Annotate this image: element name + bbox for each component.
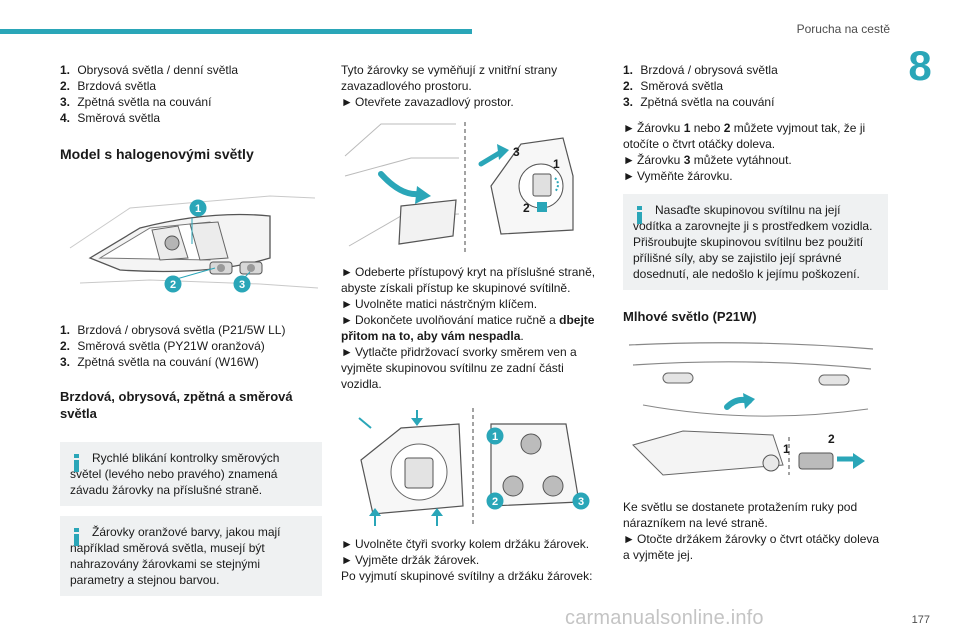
list-item: 1. Brzdová / obrysová světla bbox=[623, 63, 778, 77]
column-3: 1. Brzdová / obrysová světla 2. Směrová … bbox=[623, 62, 888, 563]
list-item: 4. Směrová světla bbox=[60, 111, 161, 125]
page-number: 177 bbox=[911, 614, 930, 626]
column-1: 1. Obrysová světla / denní světla 2. Brz… bbox=[60, 62, 322, 596]
info-box: Nasaďte skupinovou svítilnu na její vodí… bbox=[623, 194, 888, 290]
step: ►Odeberte přístupový kryt na příslušné s… bbox=[341, 265, 596, 295]
heading-halogen: Model s halogenovými světly bbox=[60, 146, 254, 162]
heading-fog-light: Mlhové světlo (P21W) bbox=[623, 309, 757, 324]
callout-3: 3 bbox=[572, 492, 590, 510]
arrow-bullet-icon: ► bbox=[341, 95, 353, 109]
trunk-access-figure: 3 1 2 bbox=[341, 116, 606, 256]
lamp-bulb-list: 1. Brzdová / obrysová světla 2. Směrová … bbox=[623, 62, 888, 110]
info-text: Nasaďte skupinovou svítilnu na její vodí… bbox=[633, 203, 873, 233]
callout-label: 2 bbox=[492, 496, 498, 508]
callout-label: 1 bbox=[492, 431, 498, 443]
info-icon bbox=[637, 206, 642, 224]
info-icon bbox=[74, 528, 79, 546]
lamp-unit-figure: 1 2 3 bbox=[341, 406, 606, 528]
arrow-bullet-icon: ► bbox=[623, 121, 635, 135]
callout-label: 3 bbox=[239, 279, 245, 291]
callout-label: 3 bbox=[513, 145, 520, 159]
halogen-lamp-illustration: 1 2 3 bbox=[69, 195, 319, 293]
step: ►Vytlačte přidržovací svorky směrem ven … bbox=[341, 345, 577, 391]
callout-label: 2 bbox=[828, 432, 835, 446]
callout-1: 1 bbox=[486, 427, 504, 445]
callout-label: 1 bbox=[195, 203, 201, 215]
step: ►Dokončete uvolňování matice ručně a dbe… bbox=[341, 313, 595, 343]
trunk-access-illustration: 3 1 2 bbox=[344, 122, 574, 252]
arrow-bullet-icon: ► bbox=[341, 553, 353, 567]
fog-light-illustration: 1 2 bbox=[628, 342, 874, 476]
list-item: 3. Zpětná světla na couvání bbox=[60, 95, 212, 109]
callout-label: 2 bbox=[170, 279, 176, 291]
callout-label: 3 bbox=[578, 496, 584, 508]
step: ►Uvolněte čtyři svorky kolem držáku žáro… bbox=[341, 537, 590, 551]
fog-light-figure: 1 2 bbox=[623, 335, 888, 485]
halogen-bulb-list: 1. Brzdová / obrysová světla (P21/5W LL)… bbox=[60, 322, 322, 370]
info-icon bbox=[74, 454, 79, 472]
arrow-bullet-icon: ► bbox=[623, 532, 635, 546]
step: ►Uvolněte matici nástrčným klíčem. bbox=[341, 297, 538, 311]
step: ►Otevřete zavazadlový prostor. bbox=[341, 95, 514, 109]
watermark: carmanualsonline.info bbox=[565, 607, 764, 629]
callout-1: 1 bbox=[189, 199, 207, 217]
list-item: 3. Zpětná světla na couvání bbox=[623, 95, 775, 109]
arrow-bullet-icon: ► bbox=[341, 345, 353, 359]
chapter-title: Porucha na cestě bbox=[796, 22, 890, 36]
step: ►Vyměňte žárovku. bbox=[623, 169, 733, 183]
callout-3: 3 bbox=[233, 275, 251, 293]
arrow-bullet-icon: ► bbox=[623, 169, 635, 183]
step: ►Vyjměte držák žárovek. bbox=[341, 553, 480, 567]
list-item: 3. Zpětná světla na couvání (W16W) bbox=[60, 355, 259, 369]
info-box: Žárovky oranžové barvy, jakou mají napří… bbox=[60, 516, 322, 596]
arrow-bullet-icon: ► bbox=[341, 297, 353, 311]
callout-label: 1 bbox=[783, 442, 790, 456]
halogen-lamp-figure: 1 2 3 bbox=[60, 188, 322, 300]
step: ►Otočte držákem žárovky o čtvrt otáčky d… bbox=[623, 532, 880, 562]
arrow-bullet-icon: ► bbox=[341, 537, 353, 551]
arrow-bullet-icon: ► bbox=[341, 265, 353, 279]
step: ►Žárovku 3 můžete vytáhnout. bbox=[623, 153, 792, 167]
info-text: Rychlé blikání kontrolky směrových světe… bbox=[70, 451, 280, 497]
info-text: Přišroubujte skupinovou svítilnu bez pou… bbox=[633, 235, 864, 281]
list-item: 2. Směrová světla (PY21W oranžová) bbox=[60, 339, 265, 353]
rear-lights-list: 1. Obrysová světla / denní světla 2. Brz… bbox=[60, 62, 322, 126]
column-2: Tyto žárovky se vyměňují z vnitřní stran… bbox=[341, 62, 606, 584]
info-box: Rychlé blikání kontrolky směrových světe… bbox=[60, 442, 322, 506]
header-accent-bar bbox=[0, 29, 472, 34]
info-text: Žárovky oranžové barvy, jakou mají napří… bbox=[70, 525, 281, 587]
heading-brake-lights: Brzdová, obrysová, zpětná a směrová svět… bbox=[60, 389, 293, 421]
paragraph: Po vyjmutí skupinové svítilny a držáku ž… bbox=[341, 569, 593, 583]
arrow-bullet-icon: ► bbox=[623, 153, 635, 167]
list-item: 1. Brzdová / obrysová světla (P21/5W LL) bbox=[60, 323, 286, 337]
callout-2: 2 bbox=[486, 492, 504, 510]
step: ►Žárovku 1 nebo 2 můžete vyjmout tak, že… bbox=[623, 121, 866, 151]
callout-label: 2 bbox=[523, 201, 530, 215]
chapter-number: 8 bbox=[908, 42, 932, 89]
paragraph: Ke světlu se dostanete protažením ruky p… bbox=[623, 500, 858, 530]
list-item: 2. Směrová světla bbox=[623, 79, 724, 93]
list-item: 1. Obrysová světla / denní světla bbox=[60, 63, 239, 77]
paragraph: Tyto žárovky se vyměňují z vnitřní stran… bbox=[341, 63, 558, 93]
lamp-unit-illustration: 1 2 3 bbox=[358, 408, 590, 526]
list-item: 2. Brzdová světla bbox=[60, 79, 157, 93]
callout-label: 1 bbox=[553, 157, 560, 171]
arrow-bullet-icon: ► bbox=[341, 313, 353, 327]
callout-2: 2 bbox=[164, 275, 182, 293]
